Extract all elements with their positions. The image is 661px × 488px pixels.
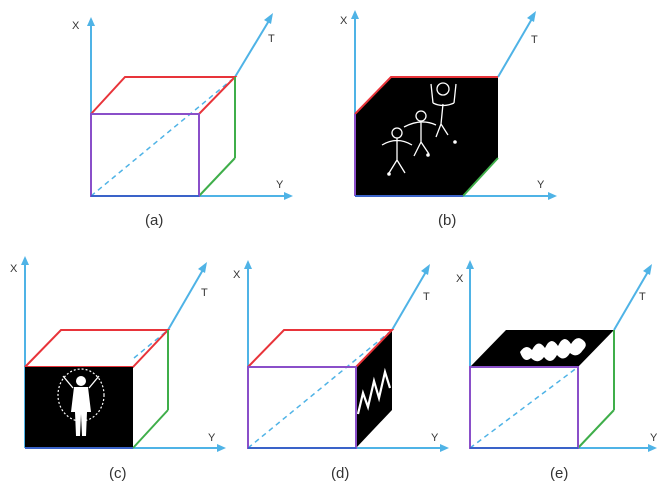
y-axis-arrow [648, 444, 657, 452]
caption-b: (b) [438, 212, 456, 229]
caption-e: (e) [550, 465, 568, 482]
t-axis [167, 267, 205, 331]
x-axis-arrow [466, 260, 474, 269]
x-axis-label: X [233, 269, 241, 281]
t-axis-label: T [531, 34, 538, 46]
cube-top-face [24, 329, 171, 368]
y-axis-label: Y [537, 179, 545, 191]
x-axis-arrow [351, 10, 359, 19]
caption-c: (c) [109, 465, 127, 482]
t-axis-arrow [198, 262, 207, 273]
panel-c: X T Y (c) [10, 256, 226, 482]
person-silhouette [57, 368, 105, 436]
t-axis [497, 16, 534, 78]
xt-slice-image [355, 77, 498, 196]
y-axis-arrow [548, 192, 557, 200]
panel-e: X T Y (e) [456, 260, 658, 482]
cube-front-face [90, 113, 200, 197]
cube-bottom-right-edge [198, 157, 236, 197]
y-axis-label: Y [208, 432, 216, 444]
y-axis-arrow [440, 444, 449, 452]
y-axis-label: Y [431, 432, 439, 444]
x-axis-arrow [244, 260, 252, 269]
yt-slice-image [356, 330, 392, 448]
y-axis-arrow [217, 444, 226, 452]
t-axis-arrow [421, 264, 430, 275]
t-axis-hidden [469, 366, 579, 449]
t-axis-hidden [90, 76, 236, 197]
t-axis-hidden [247, 329, 393, 449]
t-axis [391, 269, 428, 331]
x-axis-label: X [10, 263, 18, 275]
x-axis-label: X [72, 20, 80, 32]
t-axis-arrow [643, 264, 652, 275]
y-axis-arrow [284, 192, 293, 200]
x-axis-arrow [21, 256, 29, 265]
cube-bottom-right-edge [132, 409, 169, 449]
y-axis-label: Y [276, 179, 284, 191]
cube-front-face [247, 366, 357, 449]
cube-top-edge [354, 76, 498, 115]
moving-figures-trace [381, 82, 457, 176]
cube-bottom-right-edge [462, 157, 499, 197]
x-axis-arrow [87, 17, 95, 26]
t-axis-arrow [264, 13, 273, 24]
caption-a: (a) [145, 212, 163, 229]
x-axis-label: X [456, 273, 464, 285]
x-axis-label: X [340, 15, 348, 27]
cube-top-face [90, 76, 238, 115]
y-axis-label: Y [650, 432, 658, 444]
panel-a: X T Y (a) [72, 13, 293, 229]
t-axis-label: T [268, 33, 275, 45]
t-axis-label: T [201, 287, 208, 299]
cube-bottom-right-edge [577, 409, 615, 449]
panel-d: X T Y (d) [233, 260, 449, 482]
t-axis-label: T [423, 291, 430, 303]
panel-b: X T Y (b) [340, 10, 557, 229]
caption-d: (d) [331, 465, 349, 482]
t-axis-label: T [639, 291, 646, 303]
t-axis-arrow [527, 11, 536, 22]
wavy-trace [520, 338, 586, 362]
t-axis [234, 18, 271, 78]
t-axis [613, 269, 650, 331]
zigzag-trace [356, 367, 392, 415]
